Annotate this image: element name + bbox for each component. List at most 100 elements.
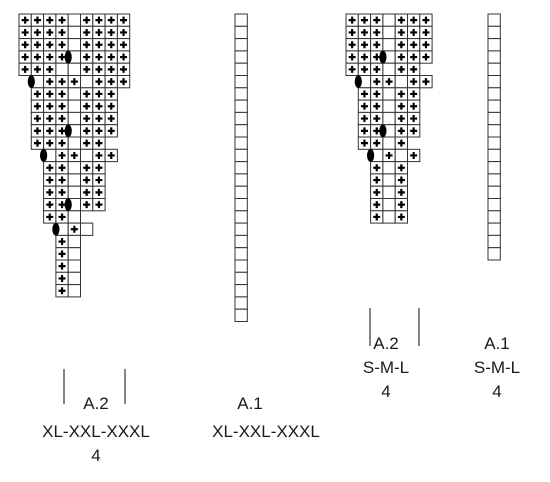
purl-cross-icon xyxy=(348,28,356,36)
purl-cross-icon xyxy=(373,127,381,135)
knit-cell xyxy=(234,148,248,163)
knit-cell xyxy=(67,259,81,273)
purl-cross-icon xyxy=(46,102,54,110)
purl-cross-icon xyxy=(95,115,103,123)
purl-cross-icon xyxy=(58,16,66,24)
purl-cross-icon xyxy=(410,65,418,73)
increase-oval-icon xyxy=(367,149,375,162)
knit-cell xyxy=(234,62,248,77)
purl-cross-icon xyxy=(46,28,54,36)
purl-cross-icon xyxy=(95,78,103,86)
knit-cell xyxy=(234,296,248,310)
purl-cross-icon xyxy=(410,53,418,61)
purl-cross-icon xyxy=(397,102,405,110)
purl-cross-icon xyxy=(397,53,405,61)
purl-cross-icon xyxy=(397,16,405,24)
knit-cell xyxy=(80,75,94,89)
knit-cell xyxy=(67,161,81,175)
purl-cross-icon xyxy=(95,188,103,196)
purl-cross-icon xyxy=(58,188,66,196)
purl-cross-icon xyxy=(422,41,430,49)
purl-cross-icon xyxy=(83,53,91,61)
purl-cross-icon xyxy=(360,41,368,49)
knit-cell xyxy=(234,234,248,249)
purl-cross-icon xyxy=(95,28,103,36)
knit-cell xyxy=(487,25,501,40)
knit-cell xyxy=(234,284,248,298)
purl-cross-icon xyxy=(58,151,66,159)
knit-cell xyxy=(234,173,248,187)
purl-cross-icon xyxy=(107,151,115,159)
chart-a2-xl xyxy=(18,13,131,404)
purl-cross-icon xyxy=(58,250,66,258)
purl-cross-icon xyxy=(120,65,128,73)
purl-cross-icon xyxy=(348,65,356,73)
purl-cross-icon xyxy=(83,16,91,24)
knit-cell xyxy=(382,38,396,52)
knit-cell xyxy=(234,271,248,286)
purl-cross-icon xyxy=(373,90,381,98)
purl-cross-icon xyxy=(21,28,29,36)
purl-cross-icon xyxy=(107,78,115,86)
knit-cell xyxy=(382,13,396,27)
knit-cell xyxy=(67,99,81,113)
increase-oval-icon xyxy=(64,50,72,64)
purl-cross-icon xyxy=(46,164,54,172)
purl-cross-icon xyxy=(58,213,66,221)
knit-cell xyxy=(234,13,248,27)
purl-cross-icon xyxy=(360,115,368,123)
purl-cross-icon xyxy=(83,201,91,209)
purl-cross-icon xyxy=(46,90,54,98)
purl-cross-icon xyxy=(58,115,66,123)
knit-cell xyxy=(80,222,94,236)
knit-cell xyxy=(67,247,81,261)
purl-cross-icon xyxy=(373,139,381,147)
purl-cross-icon xyxy=(95,176,103,184)
knit-cell xyxy=(487,136,501,150)
purl-cross-icon xyxy=(410,151,418,159)
knit-cell xyxy=(394,148,409,163)
purl-cross-icon xyxy=(33,16,41,24)
purl-cross-icon xyxy=(83,41,91,49)
purl-cross-icon xyxy=(373,188,381,196)
purl-cross-icon xyxy=(422,28,430,36)
purl-cross-icon xyxy=(397,90,405,98)
knit-cell xyxy=(80,148,94,163)
knit-cell xyxy=(67,62,81,77)
purl-cross-icon xyxy=(107,16,115,24)
purl-cross-icon xyxy=(58,287,66,295)
knit-cell xyxy=(382,210,396,224)
knit-cell xyxy=(382,185,396,199)
knit-cell xyxy=(487,173,501,187)
purl-cross-icon xyxy=(397,41,405,49)
purl-cross-icon xyxy=(58,78,66,86)
knit-cell xyxy=(382,62,396,77)
purl-cross-icon xyxy=(373,102,381,110)
purl-cross-icon xyxy=(373,164,381,172)
purl-cross-icon xyxy=(397,164,405,172)
increase-oval-icon xyxy=(64,198,72,212)
knit-cell xyxy=(234,308,248,323)
purl-cross-icon xyxy=(21,53,29,61)
increase-oval-icon xyxy=(40,149,48,162)
purl-cross-icon xyxy=(95,164,103,172)
knit-cell xyxy=(487,38,501,52)
purl-cross-icon xyxy=(410,115,418,123)
knit-cell xyxy=(67,25,81,40)
knit-cell xyxy=(234,247,248,261)
knit-cell xyxy=(234,50,248,64)
purl-cross-icon xyxy=(397,127,405,135)
purl-cross-icon xyxy=(410,90,418,98)
chart-a1-sml-stitch-label: 4 xyxy=(492,382,502,401)
purl-cross-icon xyxy=(360,28,368,36)
purl-cross-icon xyxy=(95,139,103,147)
purl-cross-icon xyxy=(46,139,54,147)
knit-cell xyxy=(487,111,501,126)
purl-cross-icon xyxy=(373,53,381,61)
purl-cross-icon xyxy=(46,127,54,135)
purl-cross-icon xyxy=(360,65,368,73)
knit-cell xyxy=(234,25,248,40)
purl-cross-icon xyxy=(107,90,115,98)
knit-cell xyxy=(67,234,81,249)
